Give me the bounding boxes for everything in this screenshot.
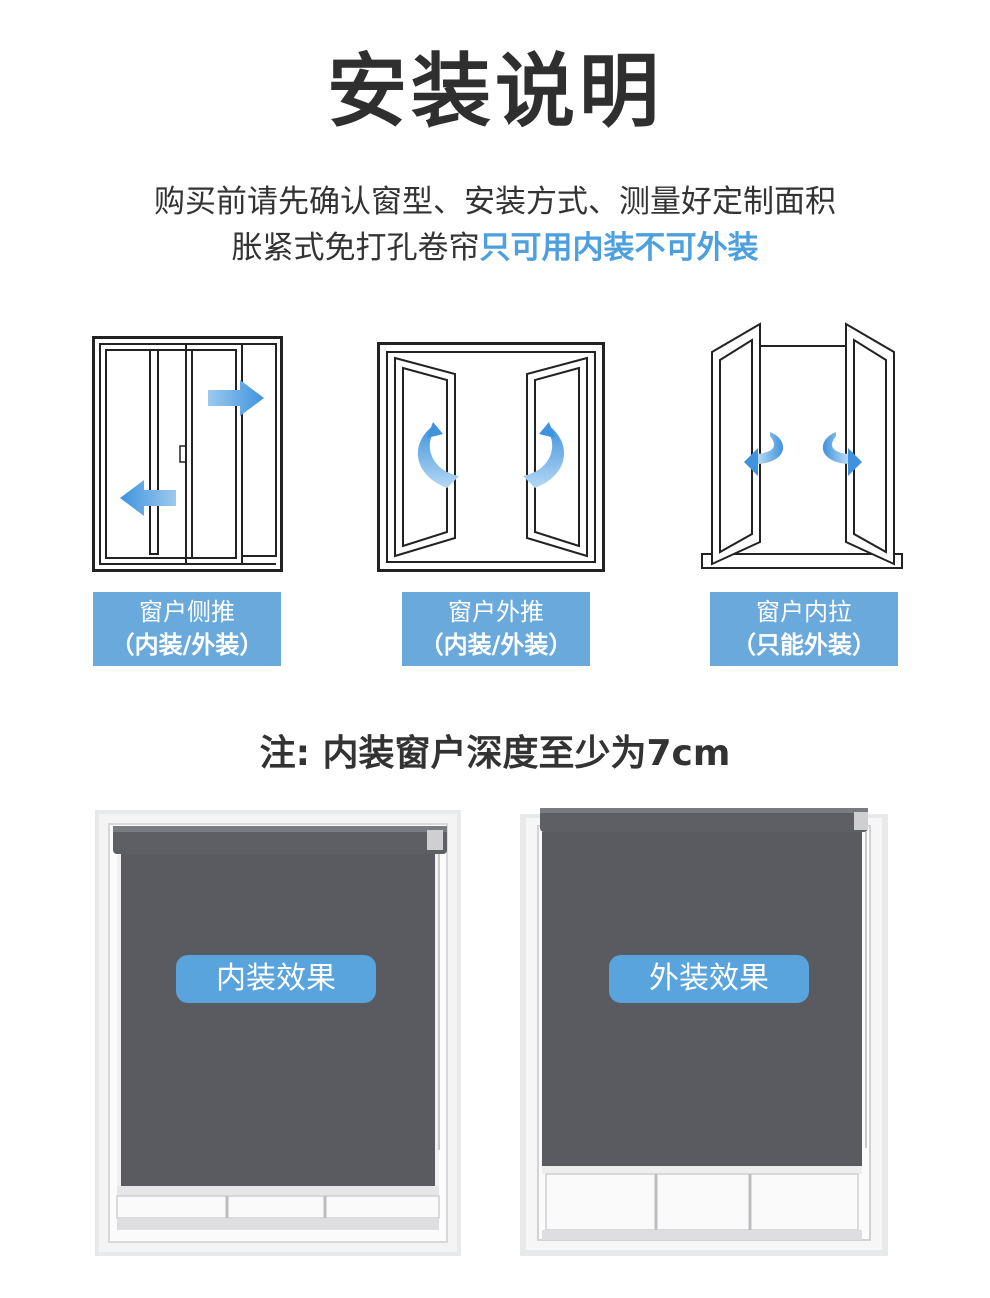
subtitle-line-2-highlight: 只可用内装不可外装 xyxy=(479,230,759,266)
depth-note: 注: 内装窗户深度至少为7cm xyxy=(259,733,731,774)
window-type-name: 窗户外推 xyxy=(448,598,544,626)
subtitle-line-2-prefix: 胀紧式免打孔卷帘 xyxy=(231,230,480,266)
window-type-note: （内装/外装） xyxy=(110,631,264,659)
outside-mount-effect-label: 外装效果 xyxy=(609,955,809,1003)
window-type-note: （只能外装） xyxy=(732,631,876,659)
inward-casement-window-icon xyxy=(701,322,903,569)
sliding-window-icon xyxy=(92,336,283,572)
window-type-label-outward: 窗户外推 （内装/外装） xyxy=(402,592,590,666)
inside-mount-illustration xyxy=(95,810,461,1256)
window-type-note: （内装/外装） xyxy=(419,631,573,659)
window-type-label-inward: 窗户内拉 （只能外装） xyxy=(710,592,898,666)
window-type-label-sliding: 窗户侧推 （内装/外装） xyxy=(93,592,281,666)
window-type-name: 窗户内拉 xyxy=(756,598,852,626)
subtitle-line-1: 购买前请先确认窗型、安装方式、测量好定制面积 xyxy=(154,184,836,220)
page-title: 安装说明 xyxy=(327,45,663,138)
subtitle-line-2: 胀紧式免打孔卷帘只可用内装不可外装 xyxy=(0,226,990,270)
outward-casement-window-icon xyxy=(377,342,605,572)
window-type-name: 窗户侧推 xyxy=(139,598,235,626)
outside-mount-illustration xyxy=(520,808,888,1256)
inside-mount-effect-label: 内装效果 xyxy=(176,955,376,1003)
